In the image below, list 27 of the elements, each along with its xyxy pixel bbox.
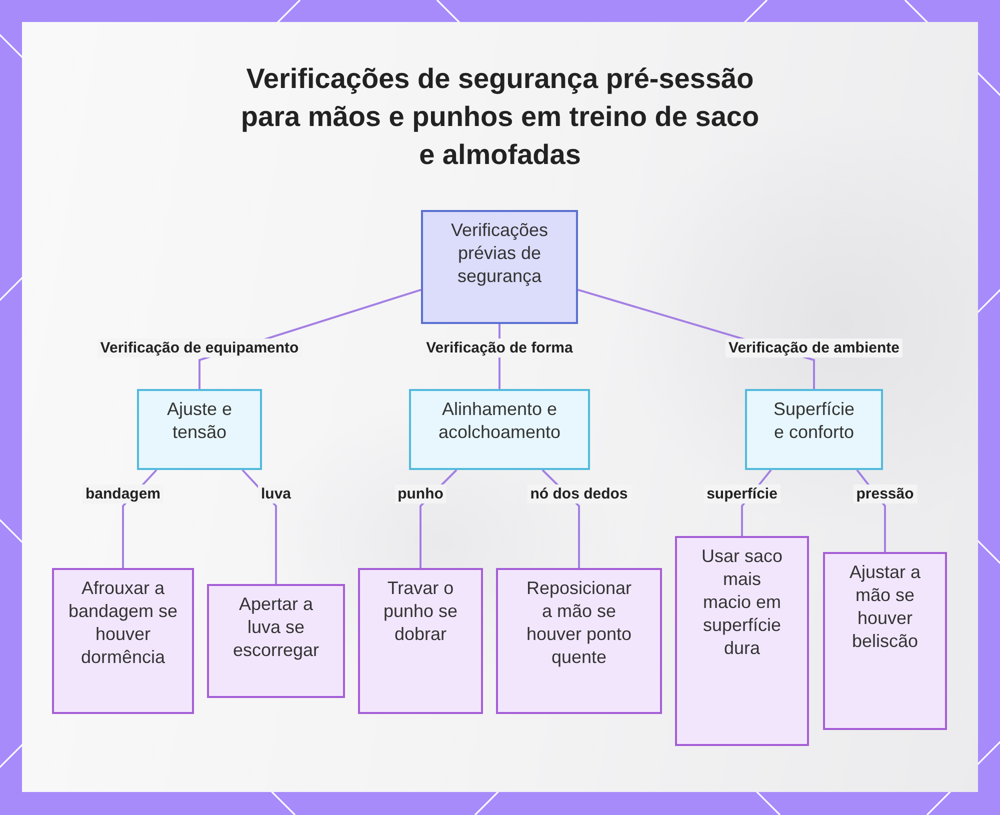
node-label: Verificações prévias de segurança — [450, 219, 550, 288]
process-box — [745, 389, 883, 470]
edge-label: luva — [258, 484, 294, 504]
process-box — [409, 389, 590, 470]
process-box — [823, 552, 947, 730]
node-label: Afrouxar a bandagem se houver dormência — [68, 577, 178, 669]
node-label: Alinhamento e acolchoamento — [437, 398, 562, 444]
edge-label: Verificação de ambiente — [726, 338, 902, 358]
process-box — [675, 536, 809, 746]
node-label: Apertar a luva se escorregar — [232, 593, 320, 662]
node-label: Reposicionar a mão se houver ponto quente — [525, 577, 633, 669]
diagram-title: Verificações de segurança pré-sessão para mãos e punhos em treino de saco e almofadas — [240, 62, 760, 172]
edge-label: punho — [394, 484, 446, 504]
process-box — [137, 389, 262, 470]
process-box — [496, 568, 662, 714]
node-label: Superfície e conforto — [772, 398, 856, 444]
node-label: Ajuste e tensão — [166, 398, 234, 444]
edge-label: superfície — [704, 484, 780, 504]
edge-label: pressão — [853, 484, 917, 504]
process-box — [421, 210, 578, 324]
process-box — [358, 568, 483, 714]
process-box — [52, 568, 194, 714]
node-label: Ajustar a mão se houver beliscão — [848, 561, 922, 653]
node-label: Usar saco mais macio em superfície dura — [700, 545, 784, 660]
process-box — [207, 584, 345, 698]
edge-label: Verificação de forma — [423, 338, 576, 358]
node-label: Travar o punho se dobrar — [382, 577, 459, 646]
